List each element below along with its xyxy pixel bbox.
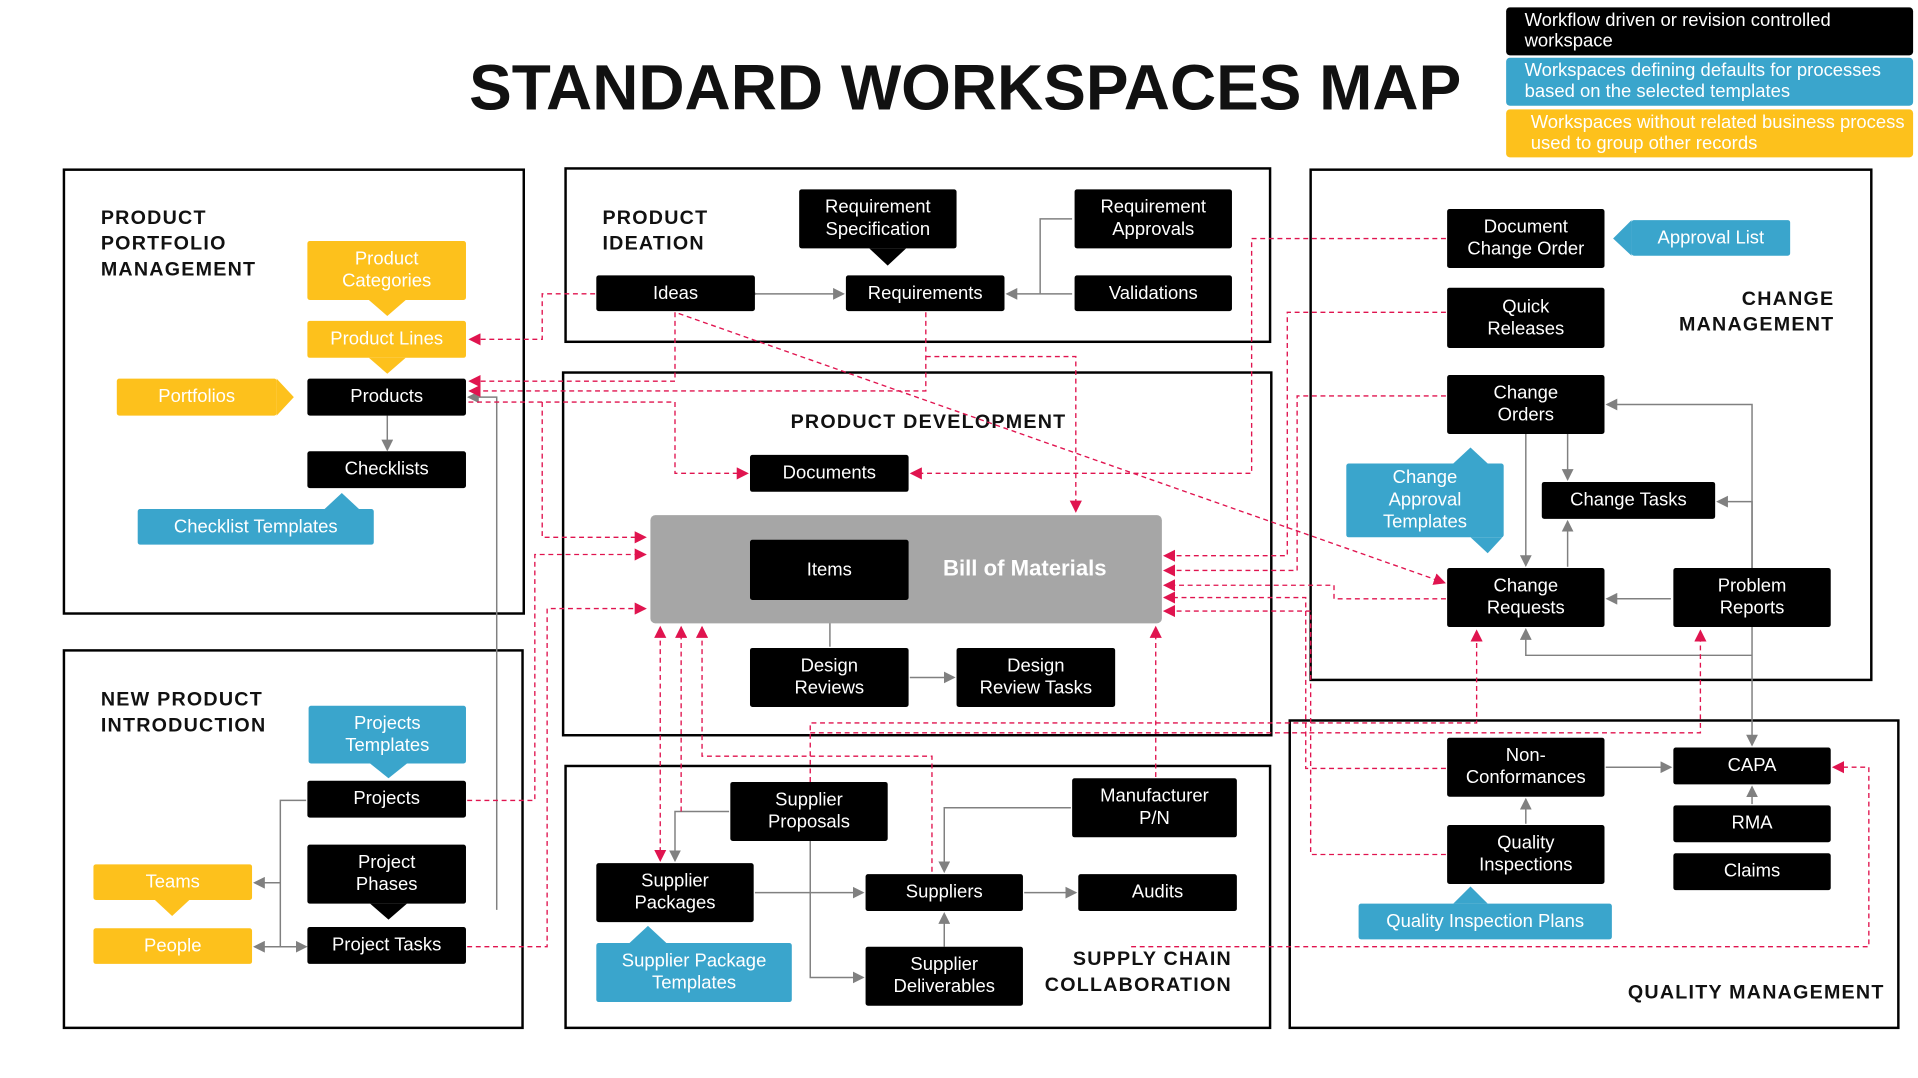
section-label: CHANGE MANAGEMENT <box>1678 288 1835 336</box>
bill-of-materials-label: Bill of Materials <box>943 555 1107 581</box>
workspace-change-orders[interactable]: Change Orders <box>1447 374 1605 435</box>
workspace-quality-inspection-plans[interactable]: Quality Inspection Plans <box>1358 903 1612 940</box>
workspace-project-phases[interactable]: Project Phases <box>307 844 466 904</box>
workspace-checklist-templates[interactable]: Checklist Templates <box>137 509 374 545</box>
section-label: PRODUCT DEVELOPMENT <box>790 411 1067 433</box>
workspace-problem-reports[interactable]: Problem Reports <box>1673 568 1831 628</box>
section-supply-chain-collaboration <box>564 764 1272 1030</box>
workspace-change-requests[interactable]: Change Requests <box>1447 568 1605 628</box>
workspace-documents[interactable]: Documents <box>749 454 909 492</box>
workspace-product-lines[interactable]: Product Lines <box>307 320 466 358</box>
legend-templates: Workspaces defining defaults for process… <box>1506 57 1914 106</box>
section-change-management <box>1309 168 1873 682</box>
workspace-projects[interactable]: Projects <box>307 780 466 818</box>
section-new-product-introduction <box>62 649 524 1030</box>
workspace-supplier-proposals[interactable]: Supplier Proposals <box>730 781 888 841</box>
section-product-development <box>561 371 1273 737</box>
workspace-supplier-deliverables[interactable]: Supplier Deliverables <box>865 946 1023 1006</box>
section-label: SUPPLY CHAIN COLLABORATION <box>1044 949 1232 996</box>
legend-workflow: Workflow driven or revision controlled w… <box>1506 7 1914 56</box>
workspace-non-conformances[interactable]: Non- Conformances <box>1447 737 1605 797</box>
workspace-change-approval-templates[interactable]: Change Approval Templates <box>1346 463 1504 538</box>
workspace-claims[interactable]: Claims <box>1673 853 1831 891</box>
workspace-product-categories[interactable]: Product Categories <box>307 240 466 300</box>
workspace-requirement-specification[interactable]: Requirement Specification <box>799 189 957 249</box>
workspace-portfolios[interactable]: Portfolios <box>116 378 277 416</box>
workspace-products[interactable]: Products <box>307 378 466 416</box>
flow-lines <box>253 218 1758 984</box>
page-title: STANDARD WORKSPACES MAP <box>469 52 1462 125</box>
section-product-ideation <box>564 167 1272 344</box>
section-label: PRODUCT PORTFOLIO MANAGEMENT <box>100 207 257 281</box>
workspace-quick-releases[interactable]: Quick Releases <box>1447 287 1605 348</box>
workspace-validations[interactable]: Validations <box>1074 275 1232 312</box>
section-label: PRODUCT IDEATION <box>602 207 709 255</box>
workspace-rma[interactable]: RMA <box>1673 805 1831 843</box>
section-label: NEW PRODUCT INTRODUCTION <box>100 689 267 737</box>
workspace-change-tasks[interactable]: Change Tasks <box>1541 481 1716 519</box>
workspace-quality-inspections[interactable]: Quality Inspections <box>1447 824 1605 885</box>
workspace-supplier-packages[interactable]: Supplier Packages <box>596 863 754 923</box>
workspace-audits[interactable]: Audits <box>1078 874 1237 912</box>
workspace-suppliers[interactable]: Suppliers <box>865 874 1023 912</box>
workspace-supplier-package-templates[interactable]: Supplier Package Templates <box>596 943 792 1003</box>
workspace-manufacturer-pn[interactable]: Manufacturer P/N <box>1072 778 1237 838</box>
section-label: QUALITY MANAGEMENT <box>1627 982 1885 1004</box>
workspace-checklists[interactable]: Checklists <box>307 451 466 489</box>
section-quality-management <box>1288 719 1900 1030</box>
cross-workspace-links <box>467 237 1870 948</box>
workspace-requirement-approvals[interactable]: Requirement Approvals <box>1074 189 1232 249</box>
workspace-design-reviews[interactable]: Design Reviews <box>749 647 909 707</box>
workspace-ideas[interactable]: Ideas <box>596 275 755 312</box>
workspace-people[interactable]: People <box>93 928 253 964</box>
workspace-document-change-order[interactable]: Document Change Order <box>1447 209 1605 269</box>
workspace-approval-list[interactable]: Approval List <box>1631 220 1791 256</box>
workspace-projects-templates[interactable]: Projects Templates <box>308 705 466 764</box>
workspace-teams[interactable]: Teams <box>93 864 253 900</box>
workspace-design-review-tasks[interactable]: Design Review Tasks <box>956 647 1116 707</box>
section-product-portfolio-management <box>62 168 525 615</box>
workspace-project-tasks[interactable]: Project Tasks <box>307 927 466 964</box>
workspace-items[interactable]: Items <box>749 539 909 600</box>
legend-grouping: Workspaces without related business proc… <box>1506 109 1914 158</box>
workspace-requirements[interactable]: Requirements <box>845 275 1005 312</box>
workspace-capa[interactable]: CAPA <box>1673 747 1831 785</box>
pointer-shapes <box>154 220 1632 944</box>
